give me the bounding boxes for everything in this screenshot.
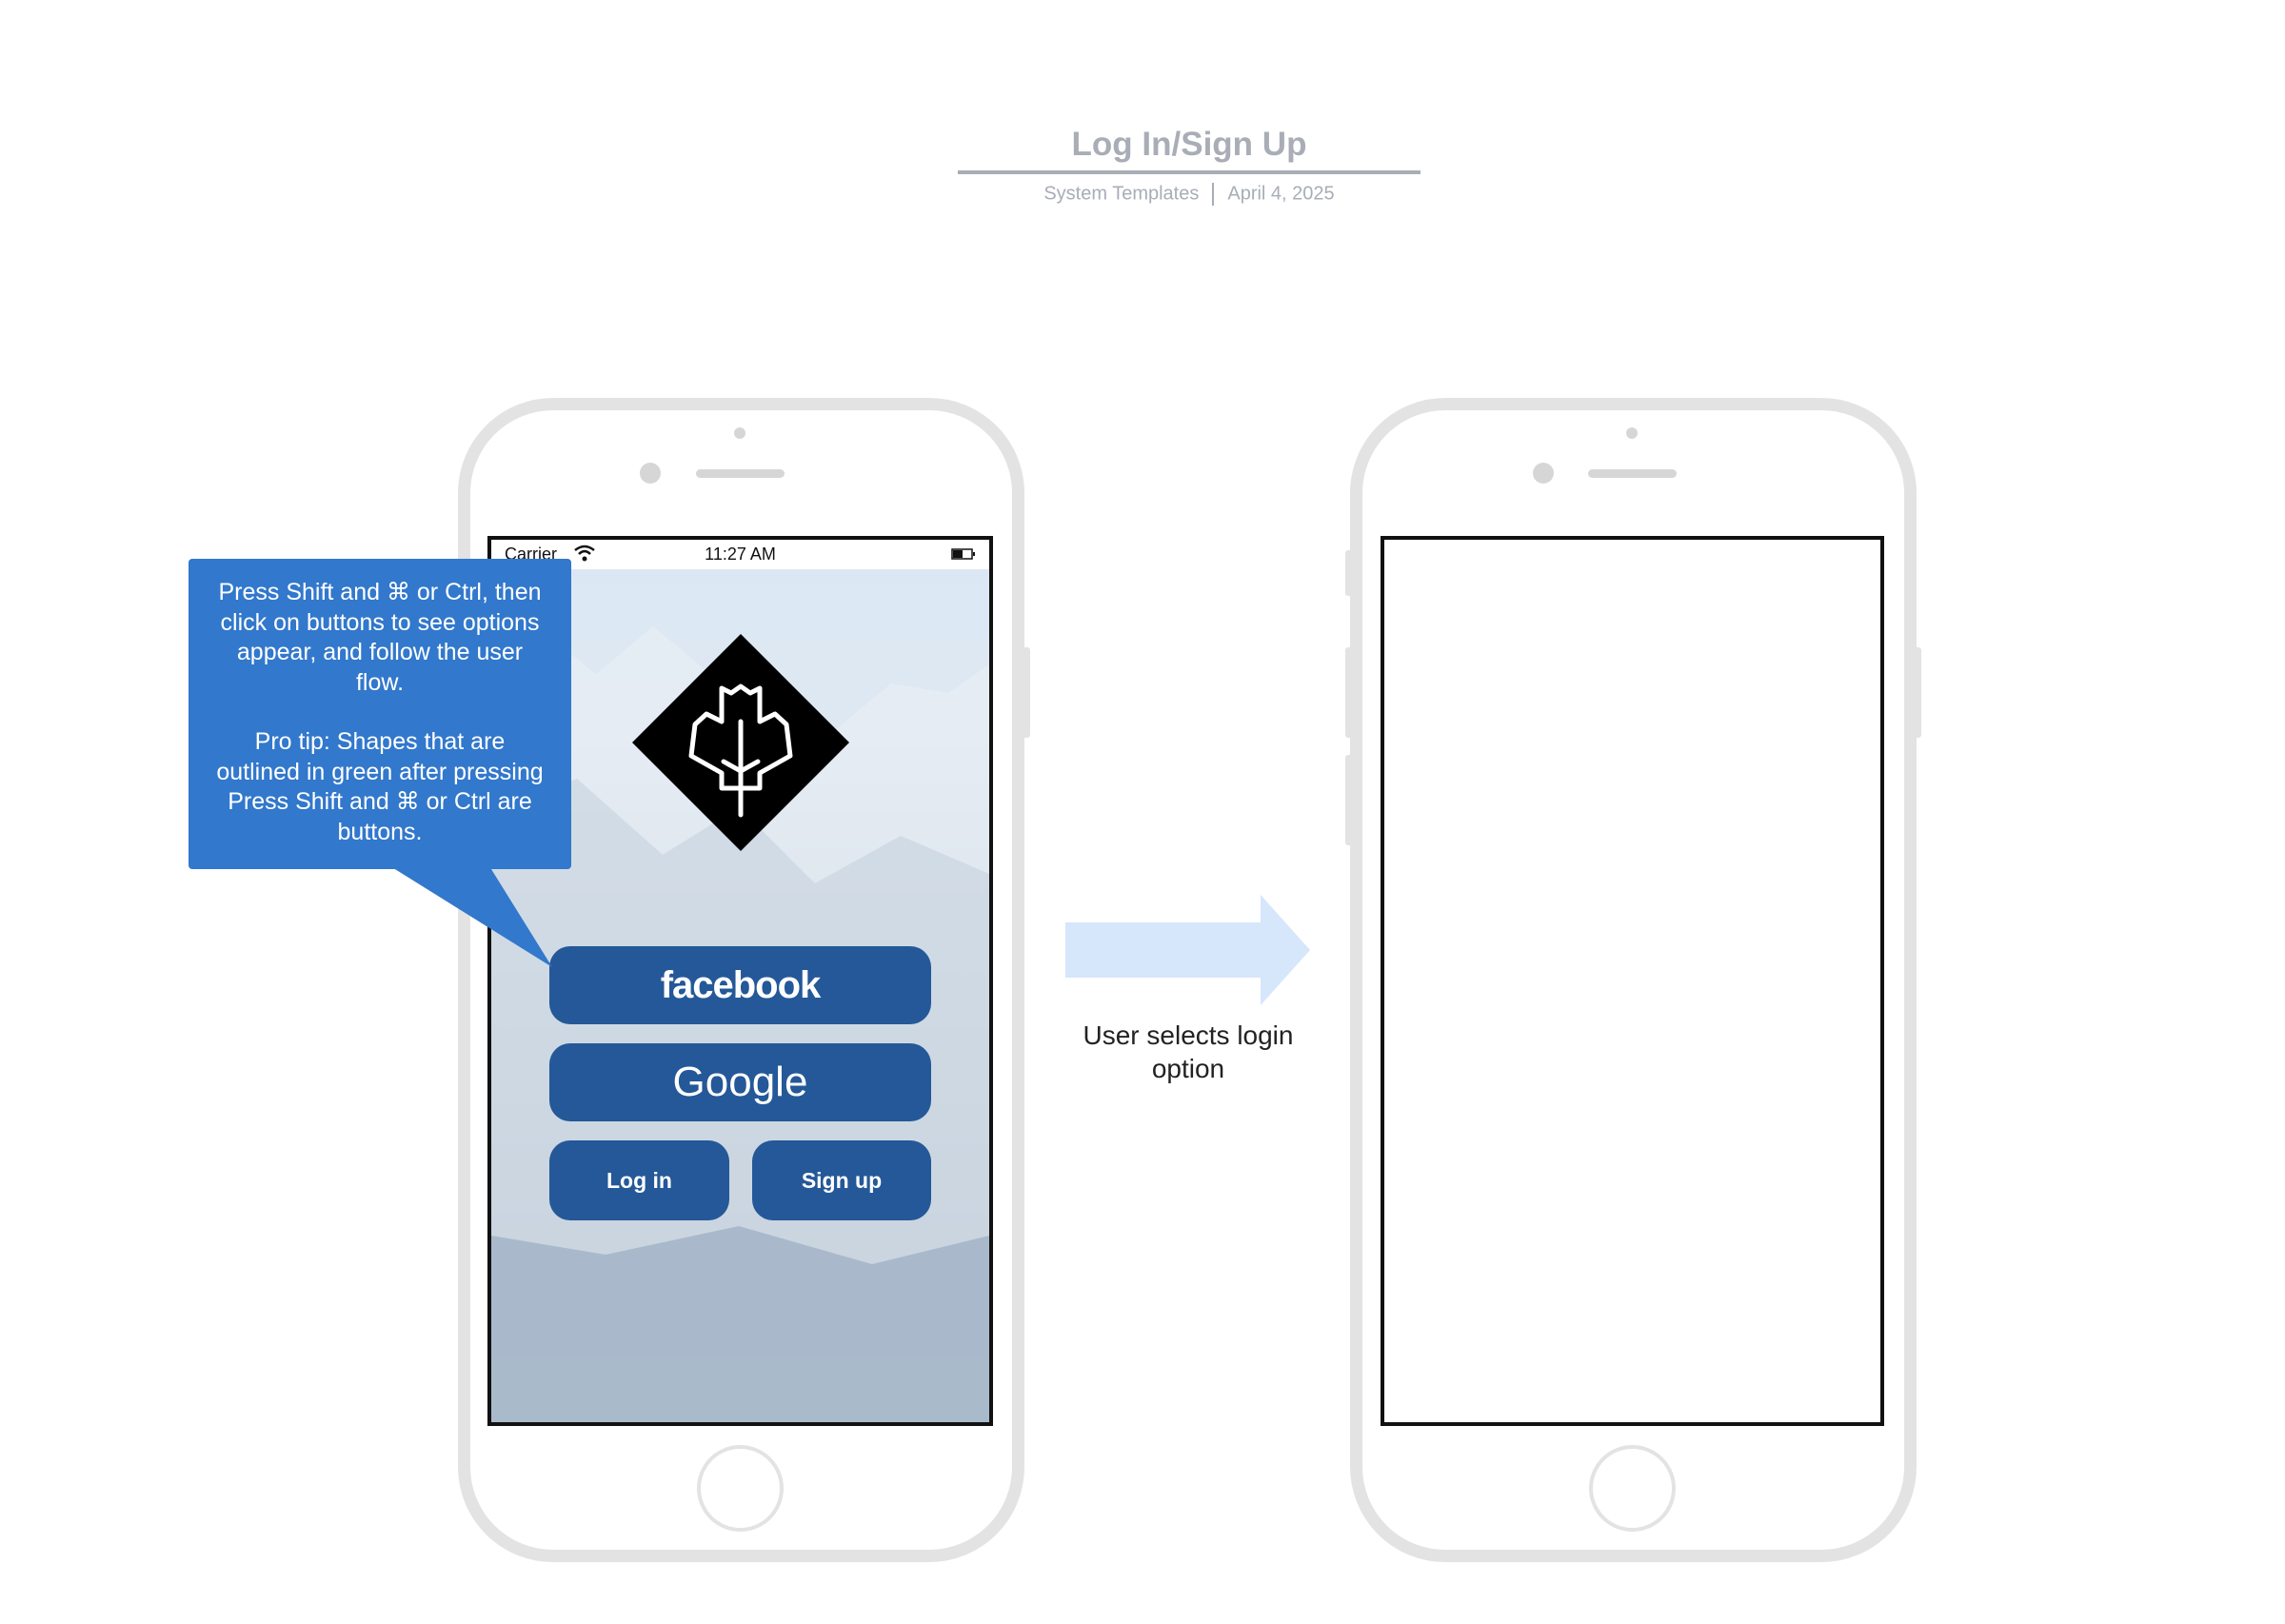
subtitle-separator xyxy=(1212,183,1215,206)
facebook-login-button[interactable]: facebook xyxy=(549,946,931,1024)
page-subtitle: System Templates April 4, 2025 xyxy=(958,183,1421,206)
subtitle-date: April 4, 2025 xyxy=(1227,183,1335,205)
login-button[interactable]: Log in xyxy=(549,1140,729,1220)
signup-button[interactable]: Sign up xyxy=(752,1140,931,1220)
phone-speaker xyxy=(696,469,785,478)
title-divider xyxy=(958,170,1421,174)
phone-sensor xyxy=(1626,427,1638,439)
login-screen: Carrier 11:27 AM facebook Google Log in … xyxy=(487,536,993,1426)
callout-pro-tip: Pro tip: Shapes that are outlined in gre… xyxy=(216,728,544,845)
instruction-callout: Press Shift and ⌘ or Ctrl, then click on… xyxy=(189,559,571,869)
phone-camera xyxy=(1533,463,1554,484)
phone-home-button xyxy=(1589,1445,1676,1532)
maple-leaf-icon xyxy=(632,634,849,851)
blank-next-screen xyxy=(1381,536,1884,1426)
google-login-button[interactable]: Google xyxy=(549,1043,931,1121)
phone-home-button xyxy=(697,1445,784,1532)
subtitle-source: System Templates xyxy=(1043,183,1200,205)
flow-arrow-label: User selects login option xyxy=(1083,1020,1294,1083)
phone-speaker xyxy=(1588,469,1677,478)
callout-instructions: Press Shift and ⌘ or Ctrl, then click on… xyxy=(218,579,542,696)
phone-side-button xyxy=(1912,647,1921,738)
flow-arrow-icon xyxy=(1065,895,1310,1005)
wifi-icon xyxy=(574,545,595,562)
phone-side-button xyxy=(1021,647,1030,738)
phone-camera xyxy=(640,463,661,484)
page-title: Log In/Sign Up xyxy=(1071,126,1307,163)
battery-icon xyxy=(951,548,975,560)
status-time: 11:27 AM xyxy=(705,545,776,564)
phone-sensor xyxy=(734,427,745,439)
